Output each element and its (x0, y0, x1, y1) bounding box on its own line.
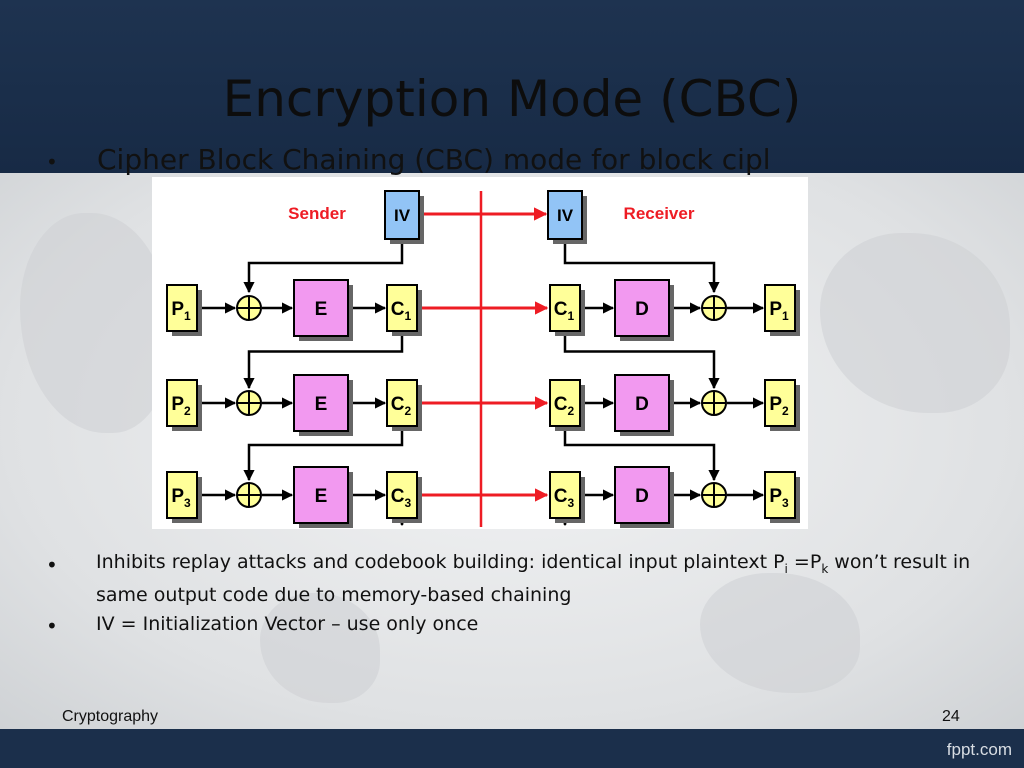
iv-sender-feed-arrow (243, 239, 404, 294)
footer-band (0, 729, 1024, 768)
bullet-2-text: IV = Initialization Vector – use only on… (96, 613, 479, 635)
cipher-receiver-box-3 (549, 471, 581, 519)
watermark: fppt.com (946, 740, 1012, 759)
bullet-1-text: Inhibits replay attacks and codebook bui… (96, 549, 996, 608)
cipher-sender-label-3-index: 3 (405, 496, 412, 510)
iv-receiver-feed-arrow (563, 239, 720, 294)
cipher-receiver-label-2-index: 2 (568, 404, 575, 418)
plaintext-in-box-2 (166, 379, 198, 427)
cipher-sender-label-1-index: 1 (405, 309, 412, 323)
encrypt-label-3: E (315, 486, 328, 507)
plaintext-out-label-1-index: 1 (782, 309, 789, 323)
plaintext-in-label-3-index: 3 (184, 496, 191, 510)
world-map-shape (700, 573, 860, 693)
plaintext-out-box-1 (764, 284, 796, 332)
decrypt-label-1: D (635, 299, 649, 320)
plaintext-out-label-2-index: 2 (782, 404, 789, 418)
iv-receiver-label: IV (557, 206, 574, 225)
iv-sender-label: IV (394, 206, 411, 225)
cipher-sender-label-2-index: 2 (405, 404, 412, 418)
iv-sender-box (384, 190, 420, 240)
encrypt-box-3 (293, 466, 349, 524)
chain-sender-arrow-1 (243, 331, 404, 390)
bullet-1-part: =P (787, 551, 822, 573)
encrypt-box-2 (293, 374, 349, 432)
chain-receiver-arrow-1 (563, 331, 720, 390)
bullet-1-symbol: • (46, 553, 58, 577)
cipher-receiver-box-2 (549, 379, 581, 427)
cipher-receiver-box-1 (549, 284, 581, 332)
bullet-1-part: Inhibits replay attacks and codebook bui… (96, 551, 785, 573)
bullet-2-symbol: • (46, 614, 58, 638)
receiver-label: Receiver (624, 204, 695, 223)
lead-bullet: • (46, 150, 58, 174)
decrypt-box-1 (614, 279, 670, 337)
chain-receiver-arrow-2 (563, 426, 720, 482)
chain-sender-arrow-2 (243, 426, 404, 482)
encrypt-label-1: E (315, 299, 328, 320)
page-number: 24 (942, 708, 960, 725)
sender-label: Sender (288, 204, 346, 223)
footer-label: Cryptography (62, 708, 159, 725)
plaintext-in-box-1 (166, 284, 198, 332)
bullet-1-part: won’t result in same output code due to … (96, 551, 971, 606)
plaintext-in-box-3 (166, 471, 198, 519)
decrypt-box-2 (614, 374, 670, 432)
world-map-shape (260, 593, 380, 703)
cipher-sender-box-1 (386, 284, 418, 332)
world-map-shape (20, 213, 170, 433)
lead-text: Cipher Block Chaining (CBC) mode for blo… (97, 143, 771, 176)
encrypt-box-1 (293, 279, 349, 337)
iv-receiver-box (547, 190, 583, 240)
cipher-sender-box-2 (386, 379, 418, 427)
cipher-receiver-label-1-index: 1 (568, 309, 575, 323)
subscript-i: i (784, 561, 788, 576)
encrypt-label-2: E (315, 394, 328, 415)
plaintext-out-box-2 (764, 379, 796, 427)
plaintext-in-label-2-index: 2 (184, 404, 191, 418)
cipher-sender-box-3 (386, 471, 418, 519)
title-band (0, 0, 1024, 173)
subscript-k: k (821, 561, 829, 576)
cipher-receiver-label-3-index: 3 (568, 496, 575, 510)
decrypt-label-2: D (635, 394, 649, 415)
world-map-shape (820, 233, 1010, 413)
decrypt-box-3 (614, 466, 670, 524)
decrypt-label-3: D (635, 486, 649, 507)
slide-title: Encryption Mode (CBC) (222, 70, 802, 128)
plaintext-in-label-1-index: 1 (184, 309, 191, 323)
plaintext-out-label-3-index: 3 (782, 496, 789, 510)
plaintext-out-box-3 (764, 471, 796, 519)
